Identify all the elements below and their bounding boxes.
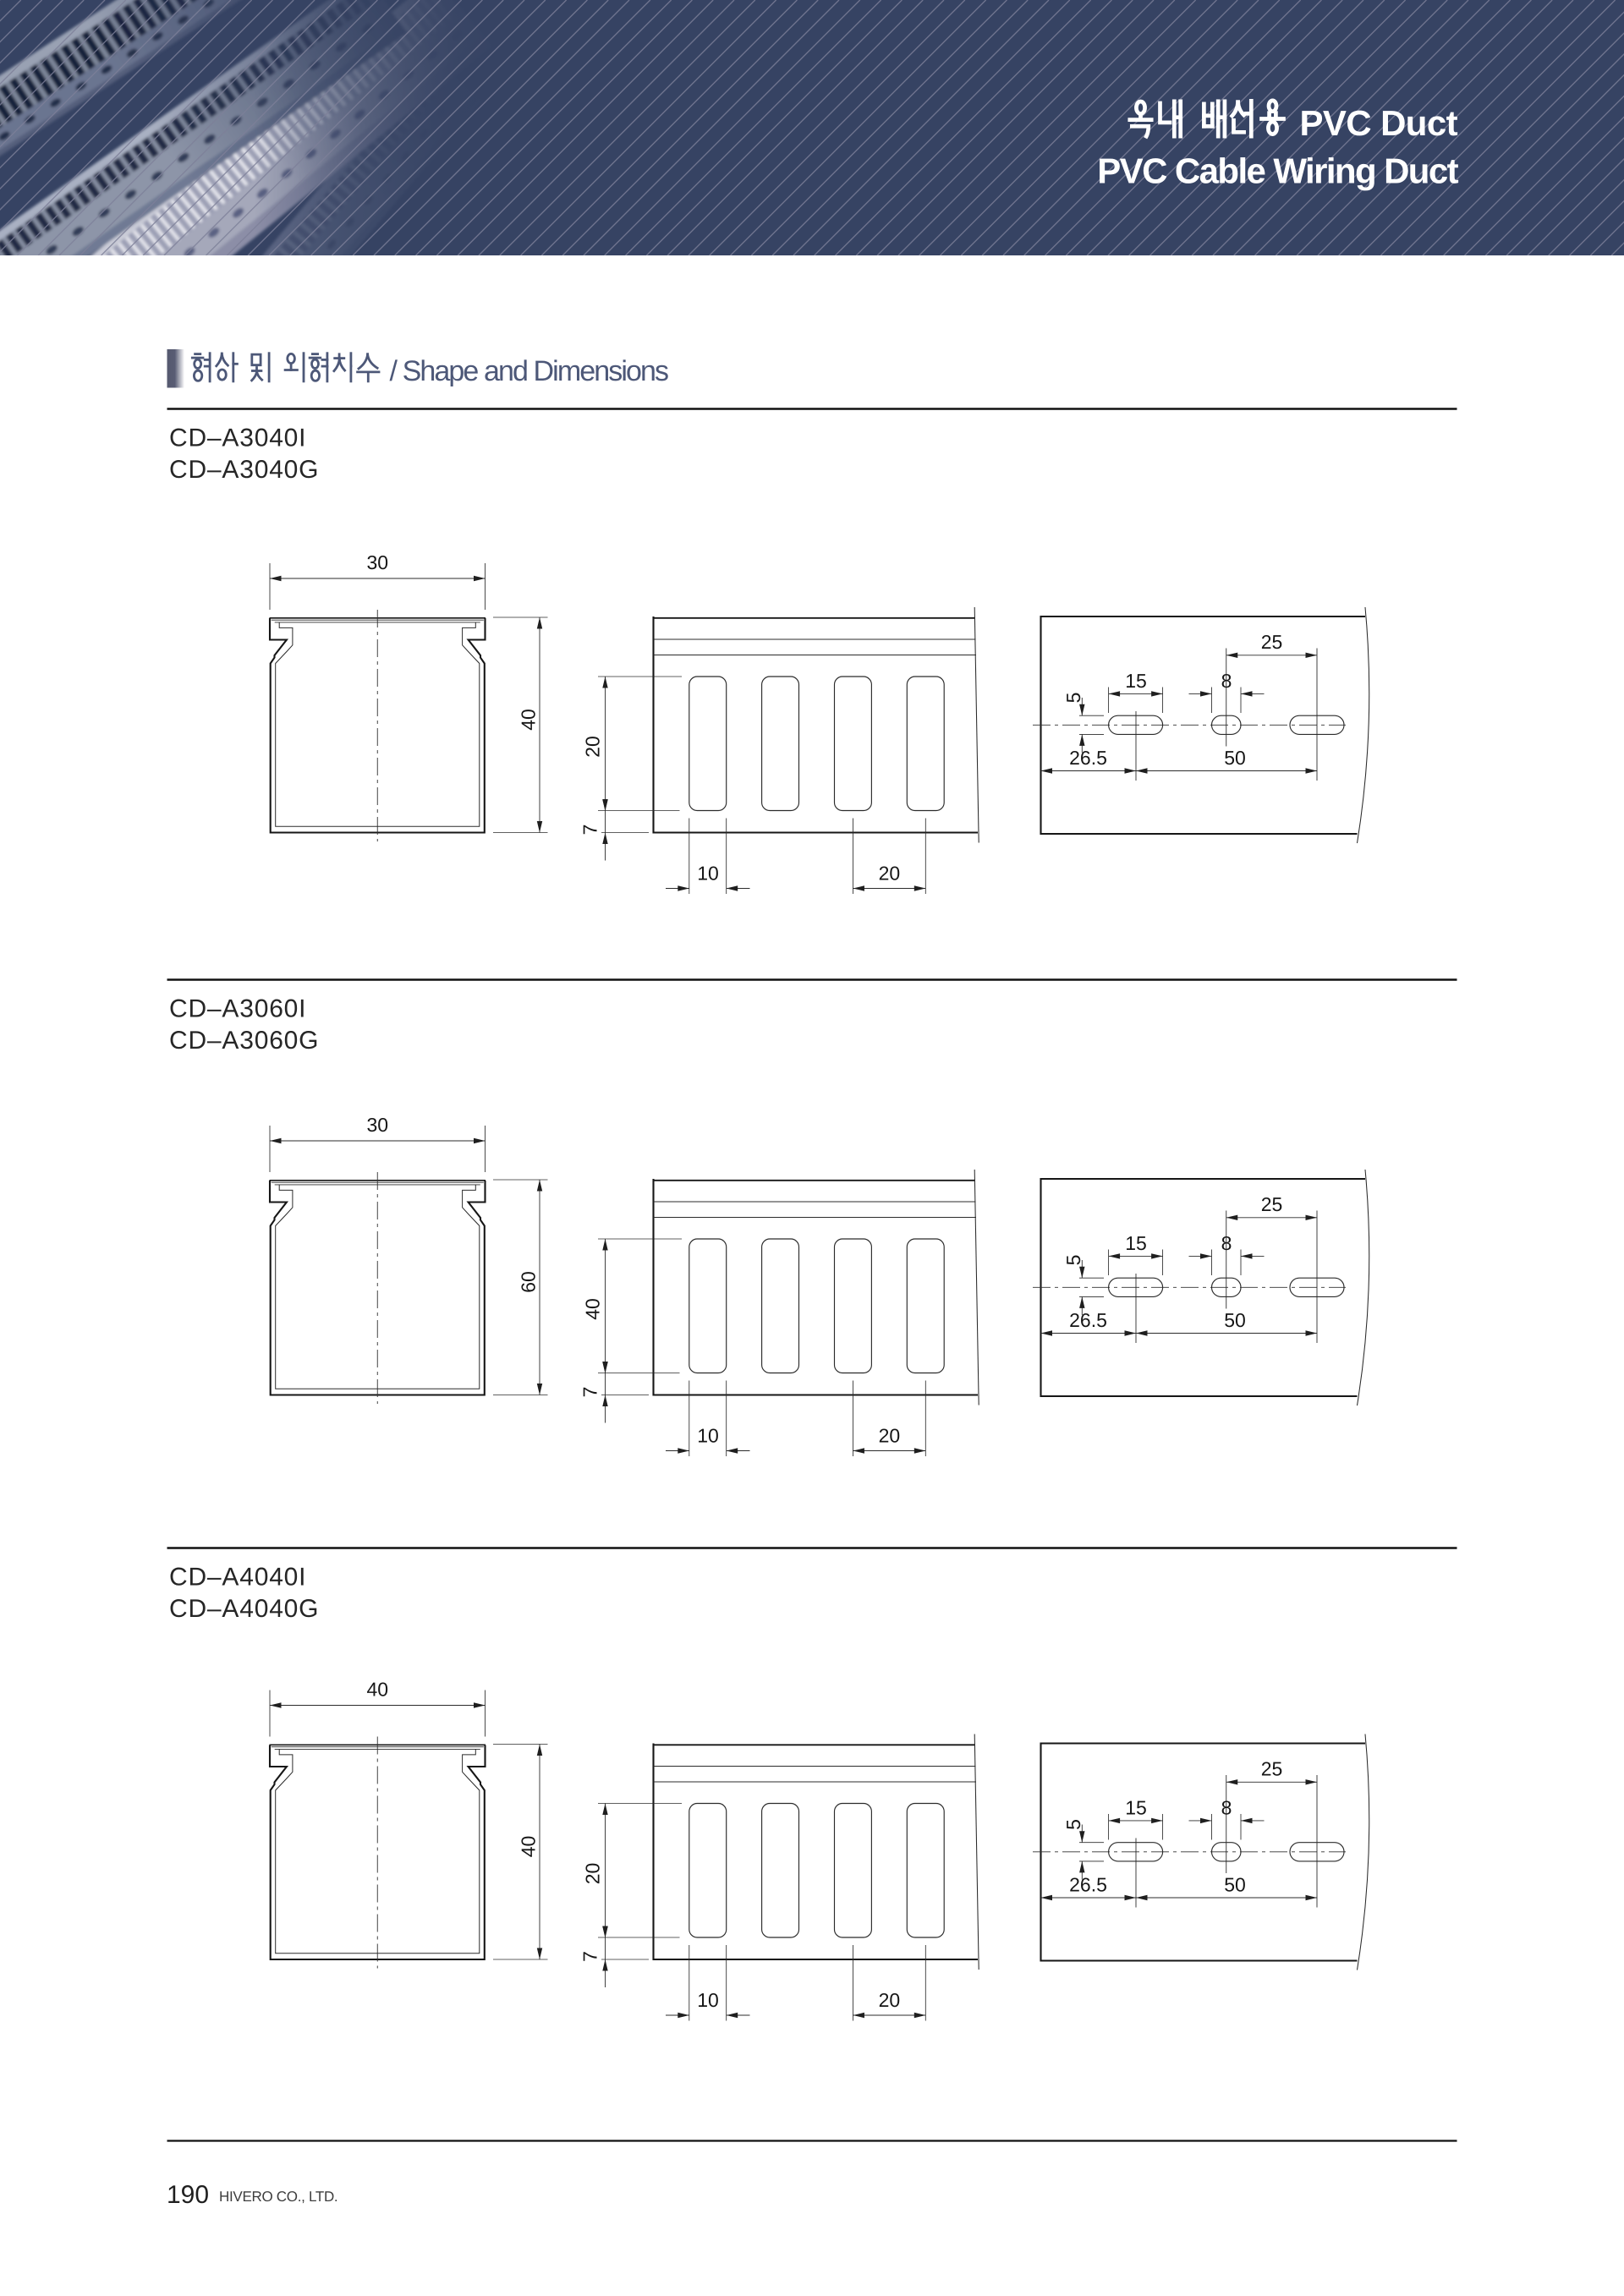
- svg-text:CD–A4040I: CD–A4040I: [169, 1564, 306, 1592]
- svg-text:20: 20: [582, 1863, 604, 1885]
- svg-text:30: 30: [367, 1114, 389, 1136]
- svg-text:40: 40: [582, 1298, 604, 1320]
- svg-text:CD–A3040I: CD–A3040I: [169, 425, 306, 452]
- svg-text:HIVERO CO., LTD.: HIVERO CO., LTD.: [219, 2189, 337, 2205]
- svg-text:CD–A3040G: CD–A3040G: [169, 456, 319, 484]
- svg-text:190: 190: [167, 2181, 209, 2209]
- svg-text:PVC Cable Wiring Duct: PVC Cable Wiring Duct: [1097, 151, 1458, 191]
- svg-text:CD–A4040G: CD–A4040G: [169, 1595, 319, 1623]
- svg-text:40: 40: [518, 1836, 540, 1858]
- svg-text:60: 60: [518, 1271, 540, 1293]
- svg-text:20: 20: [582, 736, 604, 758]
- svg-text:CD–A3060G: CD–A3060G: [169, 1027, 319, 1055]
- svg-text:30: 30: [367, 551, 389, 573]
- svg-text:CD–A3060I: CD–A3060I: [169, 995, 306, 1023]
- svg-text:/ Shape and Dimensions: / Shape and Dimensions: [390, 355, 669, 387]
- svg-text:PVC Duct: PVC Duct: [1299, 103, 1457, 143]
- svg-text:40: 40: [367, 1679, 389, 1701]
- svg-text:40: 40: [518, 709, 540, 731]
